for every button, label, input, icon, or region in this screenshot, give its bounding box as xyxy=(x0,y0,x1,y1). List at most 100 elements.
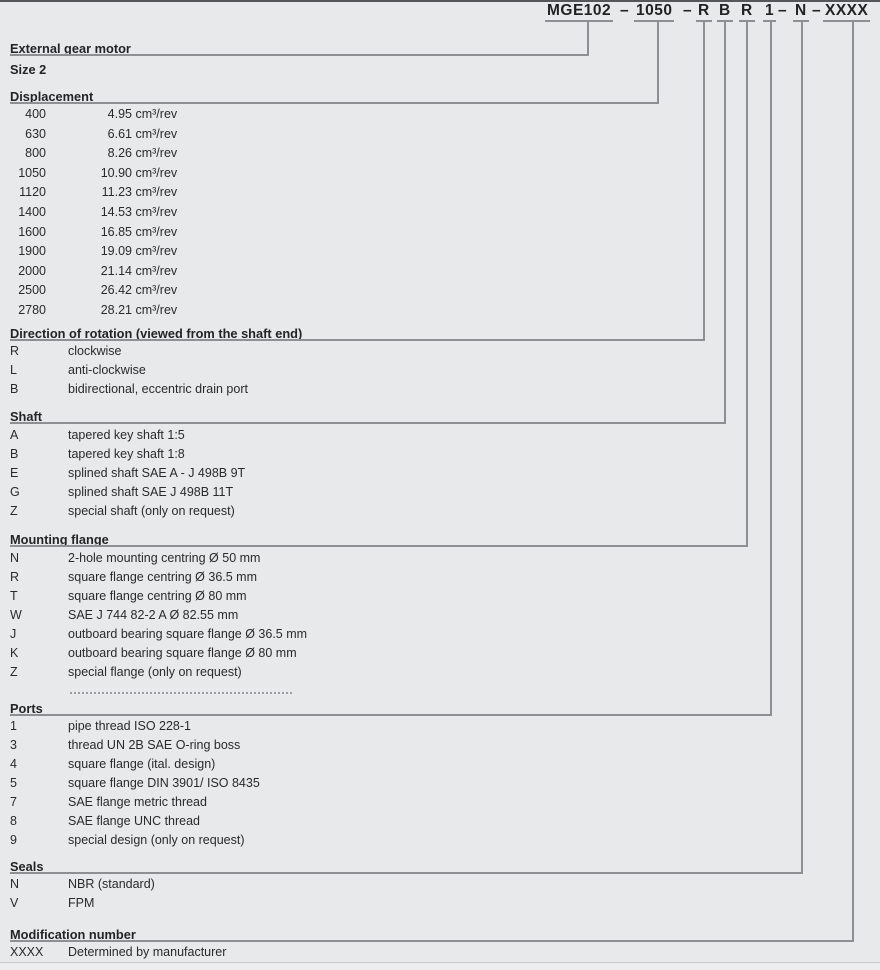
section-rule-modification xyxy=(10,940,854,942)
displacement-value: 26.42 cm³/rev xyxy=(100,283,178,298)
section-title-seals: Seals xyxy=(10,859,44,874)
section-rule-shaft xyxy=(10,422,726,424)
displacement-code: 2500 xyxy=(18,283,46,298)
option-code: 9 xyxy=(10,833,17,847)
connector-line-modification xyxy=(852,21,854,942)
displacement-value: 28.21 cm³/rev xyxy=(100,302,178,317)
displacement-value: 14.53 cm³/rev xyxy=(100,204,178,219)
code-segment-displacement: 1050 xyxy=(634,3,675,22)
section-title-gear-motor: External gear motor xyxy=(10,41,131,56)
displacement-code: 2780 xyxy=(18,302,46,317)
clipped-row-artifact xyxy=(70,692,292,694)
option-code: E xyxy=(10,466,19,480)
option-code: 5 xyxy=(10,776,17,790)
option-code: T xyxy=(10,589,18,603)
option-code: B xyxy=(10,447,19,461)
option-desc: splined shaft SAE A - J 498B 9T xyxy=(68,466,246,480)
displacement-value: 8.26 cm³/rev xyxy=(107,146,178,161)
option-code: R xyxy=(10,344,20,358)
displacement-code: 400 xyxy=(25,107,46,121)
option-desc: NBR (standard) xyxy=(68,877,155,891)
code-segment-modification: XXXX xyxy=(823,3,871,22)
connector-line-shaft xyxy=(724,21,726,424)
option-desc: thread UN 2B SAE O-ring boss xyxy=(68,738,241,752)
section-rule-seals xyxy=(10,872,803,874)
code-segment-ports: 1 xyxy=(763,3,777,22)
option-code: N xyxy=(10,877,20,891)
option-desc: square flange (ital. design) xyxy=(68,757,216,771)
code-segment-shaft: B xyxy=(717,3,733,22)
code-separator: – xyxy=(778,2,787,19)
code-segment-seals: N xyxy=(793,3,809,22)
displacement-code: 630 xyxy=(25,126,46,141)
option-desc: pipe thread ISO 228-1 xyxy=(68,719,191,733)
displacement-code: 1120 xyxy=(19,185,46,200)
code-separator: – xyxy=(683,2,692,19)
displacement-value: 6.61 cm³/rev xyxy=(107,126,178,141)
page-bottom-edge xyxy=(0,962,880,970)
option-code: XXXX xyxy=(10,945,44,959)
option-desc: SAE flange UNC thread xyxy=(68,814,201,828)
connector-line-flange xyxy=(746,21,748,547)
displacement-value: 10.90 cm³/rev xyxy=(100,165,178,180)
option-desc: Determined by manufacturer xyxy=(68,945,227,959)
section-rule-flange xyxy=(10,545,748,547)
code-separator: – xyxy=(812,2,821,19)
option-desc: special design (only on request) xyxy=(68,833,245,847)
option-desc: square flange centring Ø 36.5 mm xyxy=(68,570,257,584)
connector-line-rotation xyxy=(703,21,705,341)
section-title-rotation: Direction of rotation (viewed from the s… xyxy=(10,326,303,341)
option-desc: special flange (only on request) xyxy=(68,665,242,679)
option-code: N xyxy=(10,551,20,565)
option-desc: FPM xyxy=(68,896,95,910)
displacement-code: 1050 xyxy=(18,165,46,180)
section-title-ports: Ports xyxy=(10,701,43,716)
option-desc: outboard bearing square flange Ø 36.5 mm xyxy=(68,627,308,641)
option-code: 1 xyxy=(10,719,17,733)
code-segment-rotation: R xyxy=(696,3,712,22)
section-title-flange: Mounting flange xyxy=(10,532,109,547)
connector-line-ports xyxy=(770,21,772,716)
section-rule-ports xyxy=(10,714,772,716)
gear-motor-size: Size 2 xyxy=(10,62,47,77)
displacement-code: 2000 xyxy=(18,263,46,278)
option-desc: SAE J 744 82-2 A Ø 82.55 mm xyxy=(68,608,239,622)
section-title-modification: Modification number xyxy=(10,927,136,942)
option-desc: 2-hole mounting centring Ø 50 mm xyxy=(68,551,261,565)
connector-line-gear-motor xyxy=(587,21,589,56)
option-code: B xyxy=(10,382,19,396)
option-desc: outboard bearing square flange Ø 80 mm xyxy=(68,646,297,660)
option-code: L xyxy=(10,363,17,377)
displacement-value: 11.23 cm³/rev xyxy=(101,185,178,200)
displacement-value: 19.09 cm³/rev xyxy=(100,244,178,259)
code-segment-series: MGE102 xyxy=(545,3,614,22)
option-code: K xyxy=(10,646,19,660)
displacement-value: 4.95 cm³/rev xyxy=(107,107,178,121)
displacement-value: 21.14 cm³/rev xyxy=(100,263,178,278)
displacement-code: 800 xyxy=(25,146,46,161)
option-code: 7 xyxy=(10,795,17,809)
option-code: Z xyxy=(10,665,18,679)
option-code: R xyxy=(10,570,20,584)
option-desc: square flange DIN 3901/ ISO 8435 xyxy=(68,776,260,790)
option-code: Z xyxy=(10,504,18,518)
option-code: 3 xyxy=(10,738,17,752)
code-separator: – xyxy=(620,2,629,19)
section-rule-displacement xyxy=(10,102,659,104)
option-desc: splined shaft SAE J 498B 11T xyxy=(68,485,234,499)
option-code: W xyxy=(10,608,22,622)
option-code: V xyxy=(10,896,19,910)
option-code: J xyxy=(10,627,17,641)
connector-line-seals xyxy=(801,21,803,874)
option-desc: SAE flange metric thread xyxy=(68,795,207,809)
option-desc: square flange centring Ø 80 mm xyxy=(68,589,247,603)
option-desc: tapered key shaft 1:5 xyxy=(68,428,185,442)
section-rule-gear-motor xyxy=(10,54,589,56)
option-desc: special shaft (only on request) xyxy=(68,504,235,518)
section-title-displacement: Displacement xyxy=(10,89,94,104)
displacement-code: 1400 xyxy=(18,204,46,219)
displacement-code: 1600 xyxy=(18,224,46,239)
option-desc: tapered key shaft 1:8 xyxy=(68,447,185,461)
displacement-value: 16.85 cm³/rev xyxy=(100,224,178,239)
